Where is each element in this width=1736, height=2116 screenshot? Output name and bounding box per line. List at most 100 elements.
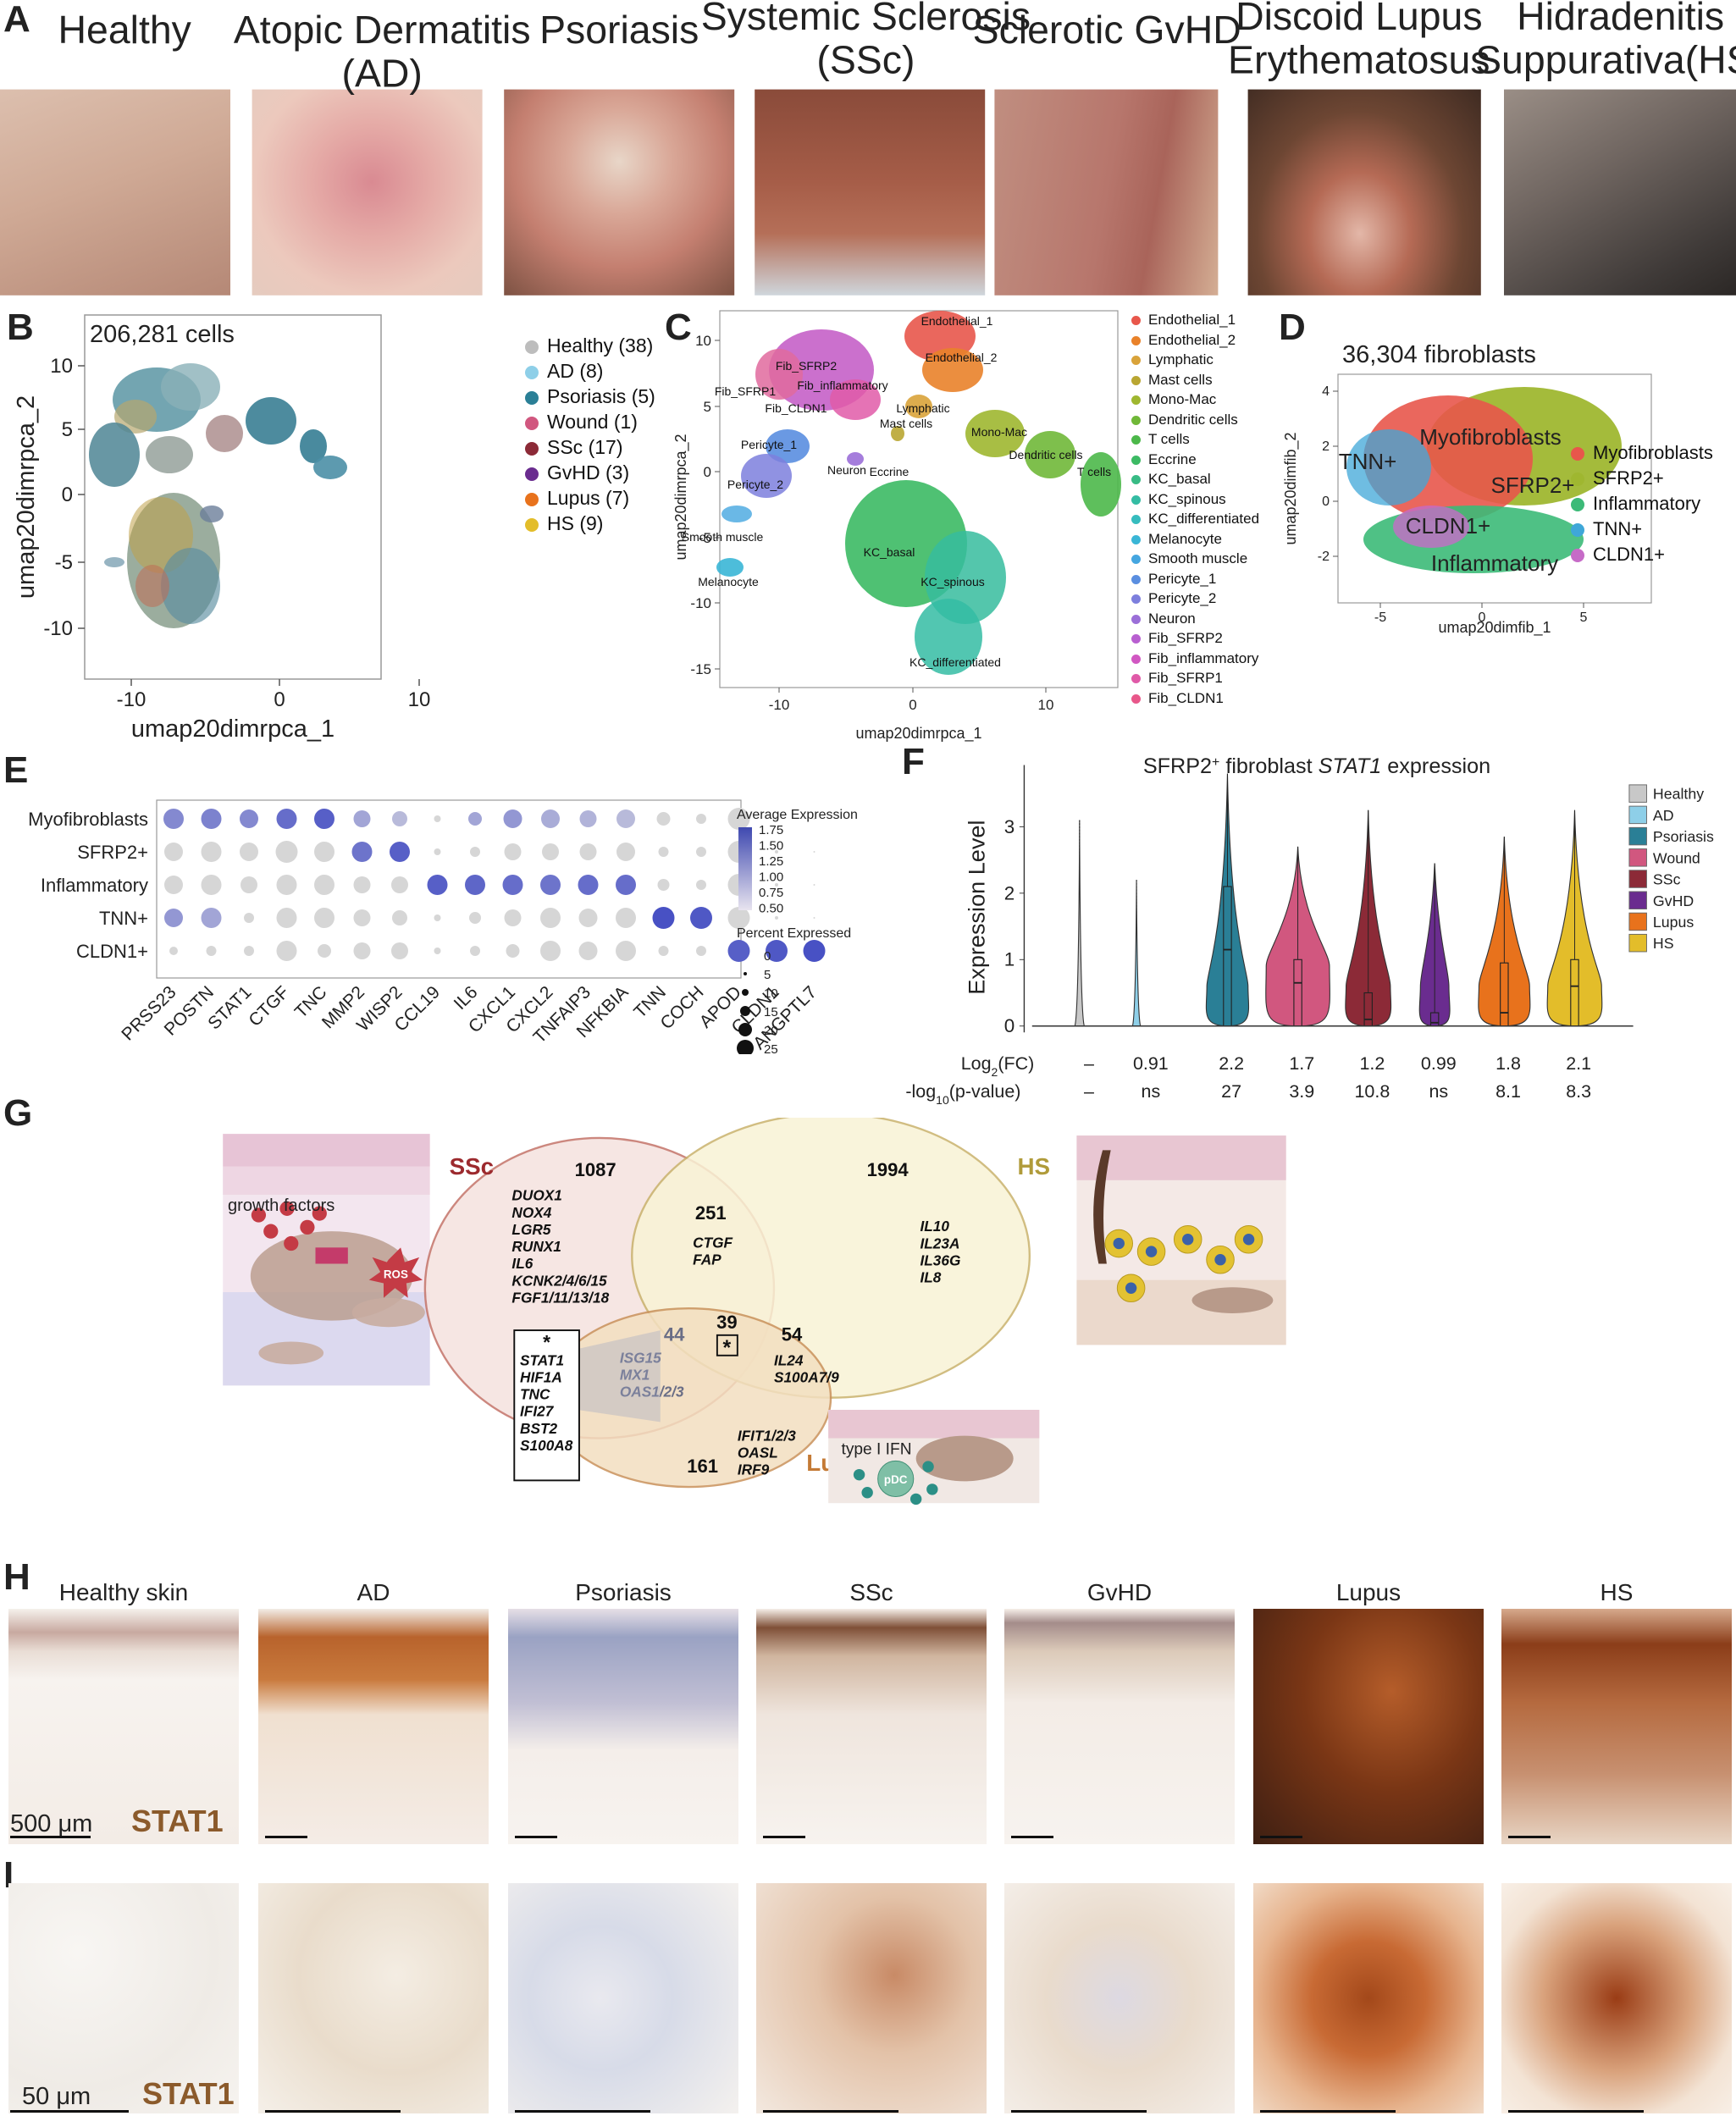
panel-a-header-4: Systemic Sclerosis (SSc) xyxy=(700,0,1031,83)
panel-f-fc-label: Log2(FC) xyxy=(961,1053,1035,1079)
panel-e-row-label: CLDN1+ xyxy=(76,941,148,962)
panel-a-header-6: Discoid Lupus Erythematosus xyxy=(1228,0,1490,83)
growth-factors-label: growth factors xyxy=(228,1196,334,1215)
panel-f-p-value: – xyxy=(1084,1081,1094,1102)
ifn-molecule-icon xyxy=(922,1461,934,1472)
legend-dot-icon xyxy=(1571,498,1584,512)
ifn-molecule-icon xyxy=(926,1483,938,1495)
panel-d-cluster-label: Myofibroblasts xyxy=(1419,424,1562,450)
scale-bar xyxy=(1508,2110,1644,2113)
panel-f-fc-value: 2.1 xyxy=(1566,1053,1591,1074)
legend-dot-icon xyxy=(1131,574,1141,584)
panel-e-dot xyxy=(540,941,561,961)
panel-c-cluster-label: Melanocyte xyxy=(698,575,759,588)
hair-follicle-icon xyxy=(1093,1150,1111,1264)
p-part: (p-value) xyxy=(949,1081,1021,1102)
ssc-gene: IL6 xyxy=(511,1255,533,1272)
panel-c-legend-item: Endothelial_2 xyxy=(1131,332,1236,349)
panel-c-legend-label: Lymphatic xyxy=(1148,351,1214,367)
panel-e-dot xyxy=(696,814,706,824)
panel-e-dot xyxy=(775,916,778,920)
panel-f-legend-swatch xyxy=(1628,826,1647,846)
panel-f-p-value: 3.9 xyxy=(1289,1081,1314,1102)
panel-f-p-value: 10.8 xyxy=(1354,1081,1390,1102)
panel-d-cluster-labels: MyofibroblastsTNN+SFRP2+CLDN1+Inflammato… xyxy=(1339,424,1575,576)
panel-c-cluster-label: T cells xyxy=(1077,465,1111,478)
ssc-gene: LGR5 xyxy=(511,1221,550,1238)
panel-f-legend-swatch xyxy=(1628,933,1647,953)
panel-e-dotplot: MyofibroblastsSFRP2+InflammatoryTNN+CLDN… xyxy=(28,799,858,1054)
panel-e-size-dot xyxy=(737,1040,754,1054)
hs-gene: IL10 xyxy=(920,1218,949,1235)
panel-d-cells-label: 36,304 fibroblasts xyxy=(1342,341,1536,368)
title-part: SFRP2 xyxy=(1143,754,1212,778)
stat1-ihc-overview-1 xyxy=(8,1609,239,1844)
venn-star: * xyxy=(723,1336,732,1360)
ros-label: ROS xyxy=(384,1268,408,1281)
title-gene: STAT1 xyxy=(1319,754,1382,778)
panel-f-legend-label: GvHD xyxy=(1653,892,1694,909)
panel-e-dot xyxy=(314,908,334,928)
panel-c-legend-item: Fib_SFRP1 xyxy=(1131,670,1223,687)
panel-f-fc-value: 2.2 xyxy=(1219,1053,1244,1074)
panel-d-cluster-label: CLDN1+ xyxy=(1406,513,1490,539)
pdc-cell-icon xyxy=(877,1460,915,1498)
panel-c-legend-item: Smooth muscle xyxy=(1131,550,1247,567)
stat1-ihc-overview-7 xyxy=(1501,1609,1732,1844)
starred-gene: HIF1A xyxy=(520,1368,562,1385)
fibroblast-cell xyxy=(258,1341,324,1365)
legend-dot-icon xyxy=(525,517,539,532)
panel-f-p-value: 27 xyxy=(1221,1081,1241,1102)
stat1-ihc-overview-4 xyxy=(756,1609,987,1844)
illustration-epidermis xyxy=(828,1410,1040,1439)
panel-c-ytick-label-0: 10 xyxy=(695,333,711,349)
panel-e-dot xyxy=(314,842,334,862)
panel-c-cluster-label: Dendritic cells xyxy=(1009,448,1082,461)
legend-dot-icon xyxy=(1131,375,1141,385)
legend-dot-icon xyxy=(1131,494,1141,505)
panel-b-ytick-label-0: 10 xyxy=(50,355,73,378)
panel-c-legend-label: Dendritic cells xyxy=(1148,411,1238,428)
panel-e-dot xyxy=(813,884,815,886)
panel-c-legend-item: KC_spinous xyxy=(1131,491,1226,508)
ifn-molecule-icon xyxy=(909,1493,922,1506)
starred-gene-box xyxy=(513,1329,580,1482)
panel-e-dot xyxy=(276,908,297,928)
panel-e-size-label: 25 xyxy=(764,1042,778,1054)
panel-h-header-3: Psoriasis xyxy=(575,1579,672,1605)
panel-d-cluster-label: TNN+ xyxy=(1339,449,1397,474)
panel-e-gene-label: COCH xyxy=(657,982,708,1033)
panel-c-legend-label: Eccrine xyxy=(1148,450,1197,467)
panel-f-title: SFRP2+ fibroblast STAT1 expression xyxy=(1143,754,1490,778)
panel-c-legend-item: Melanocyte xyxy=(1131,531,1222,548)
p-sub: 10 xyxy=(936,1093,949,1107)
panel-e-dot xyxy=(727,940,750,962)
stat1-ihc-detail-2 xyxy=(258,1883,489,2113)
ssc-gene: KCNK2/4/6/15 xyxy=(511,1272,607,1289)
illustration-layer xyxy=(223,1166,430,1196)
panel-e-row-label: Myofibroblasts xyxy=(28,809,148,830)
panel-a-letter: A xyxy=(3,0,30,40)
panel-g-fibroblast-illustration: ROS growth factors xyxy=(223,1134,430,1386)
panel-d-legend-item: TNN+ xyxy=(1571,518,1642,540)
panel-e-size-dot xyxy=(742,989,749,996)
panel-e-dot xyxy=(803,940,826,962)
venn-hs-label: HS xyxy=(1017,1153,1050,1180)
panel-e-colorbar-tick: 1.50 xyxy=(759,839,783,854)
panel-i-stain-label: STAT1 xyxy=(142,2076,235,2111)
neutrophil-nucleus xyxy=(1214,1254,1226,1266)
panel-e-colorbar xyxy=(738,827,752,910)
panel-c-legend-item: T cells xyxy=(1131,431,1190,448)
panel-b-plot-frame xyxy=(84,314,382,680)
panel-e-dot xyxy=(658,847,669,857)
ssc-lupus-gene: MX1 xyxy=(620,1367,650,1384)
panel-f-legend-label: HS xyxy=(1653,935,1674,952)
panel-b-legend-item: Healthy (38) xyxy=(525,334,653,357)
panel-e-dot xyxy=(468,812,482,826)
panel-e-dot xyxy=(392,811,407,826)
panel-e-dot xyxy=(276,809,297,829)
panel-e-colorbar-tick: 0.50 xyxy=(759,902,783,916)
panel-d-xtick-label-0: -5 xyxy=(1374,610,1386,625)
